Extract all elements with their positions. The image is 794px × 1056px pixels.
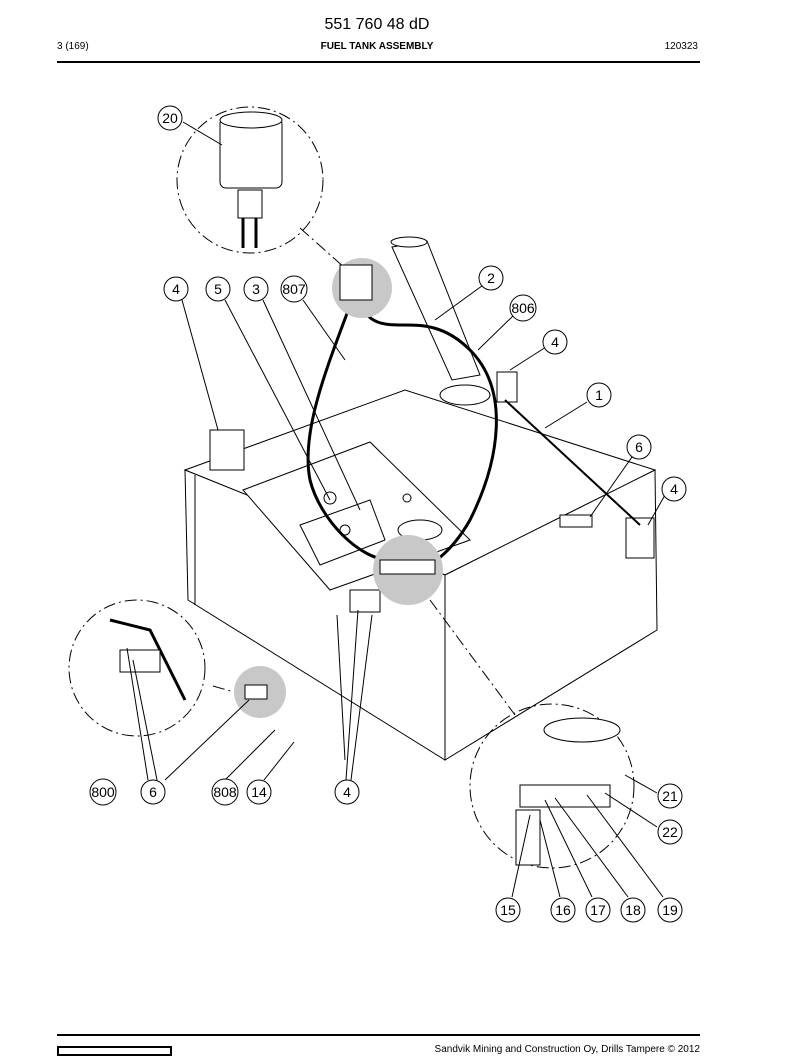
callout-15: 15 <box>495 897 521 923</box>
callout-6b: 6 <box>140 779 166 805</box>
svg-text:16: 16 <box>555 902 571 918</box>
callout-22: 22 <box>657 819 683 845</box>
svg-text:806: 806 <box>511 300 535 316</box>
page-title: FUEL TANK ASSEMBLY <box>320 41 434 52</box>
svg-text:4: 4 <box>343 784 351 800</box>
callout-17: 17 <box>585 897 611 923</box>
callout-20: 20 <box>157 105 183 131</box>
callout-800: 800 <box>89 778 117 806</box>
svg-text:1: 1 <box>595 387 603 403</box>
svg-text:6: 6 <box>149 784 157 800</box>
callout-1: 1 <box>586 382 612 408</box>
callout-14: 14 <box>246 779 272 805</box>
callout-4: 4 <box>163 276 189 302</box>
callout-808: 808 <box>211 778 239 806</box>
callout-4c: 4 <box>661 476 687 502</box>
svg-text:808: 808 <box>213 784 237 800</box>
callout-5: 5 <box>205 276 231 302</box>
callout-806: 806 <box>509 294 537 322</box>
svg-text:22: 22 <box>662 824 678 840</box>
callout-21: 21 <box>657 783 683 809</box>
svg-text:18: 18 <box>625 902 641 918</box>
document-number: 551 760 48 dD <box>324 16 430 33</box>
copyright-notice: Sandvik Mining and Construction Oy, Dril… <box>434 1044 700 1055</box>
svg-text:4: 4 <box>670 481 678 497</box>
callout-6: 6 <box>626 434 652 460</box>
svg-text:20: 20 <box>162 110 178 126</box>
svg-text:5: 5 <box>214 281 222 297</box>
svg-text:807: 807 <box>282 281 306 297</box>
svg-text:21: 21 <box>662 788 678 804</box>
callout-19: 19 <box>657 897 683 923</box>
svg-text:14: 14 <box>251 784 267 800</box>
svg-text:19: 19 <box>662 902 678 918</box>
callout-2: 2 <box>478 265 504 291</box>
document-date: 120323 <box>664 41 698 52</box>
footer-rule <box>57 1034 700 1036</box>
svg-text:15: 15 <box>500 902 516 918</box>
callout-18: 18 <box>620 897 646 923</box>
filler-neck <box>390 236 491 406</box>
svg-text:17: 17 <box>590 902 606 918</box>
callout-3: 3 <box>243 276 269 302</box>
svg-text:4: 4 <box>551 334 559 350</box>
callout-4b: 4 <box>542 329 568 355</box>
svg-text:4: 4 <box>172 281 180 297</box>
svg-text:6: 6 <box>635 439 643 455</box>
svg-text:800: 800 <box>91 784 115 800</box>
svg-text:2: 2 <box>487 270 495 286</box>
sandvik-logo <box>57 1046 172 1056</box>
header-rule <box>57 61 700 63</box>
svg-text:3: 3 <box>252 281 260 297</box>
callout-807: 807 <box>280 275 308 303</box>
page-number: 3 (169) <box>57 41 89 52</box>
callout-16: 16 <box>550 897 576 923</box>
callout-4d: 4 <box>334 779 360 805</box>
